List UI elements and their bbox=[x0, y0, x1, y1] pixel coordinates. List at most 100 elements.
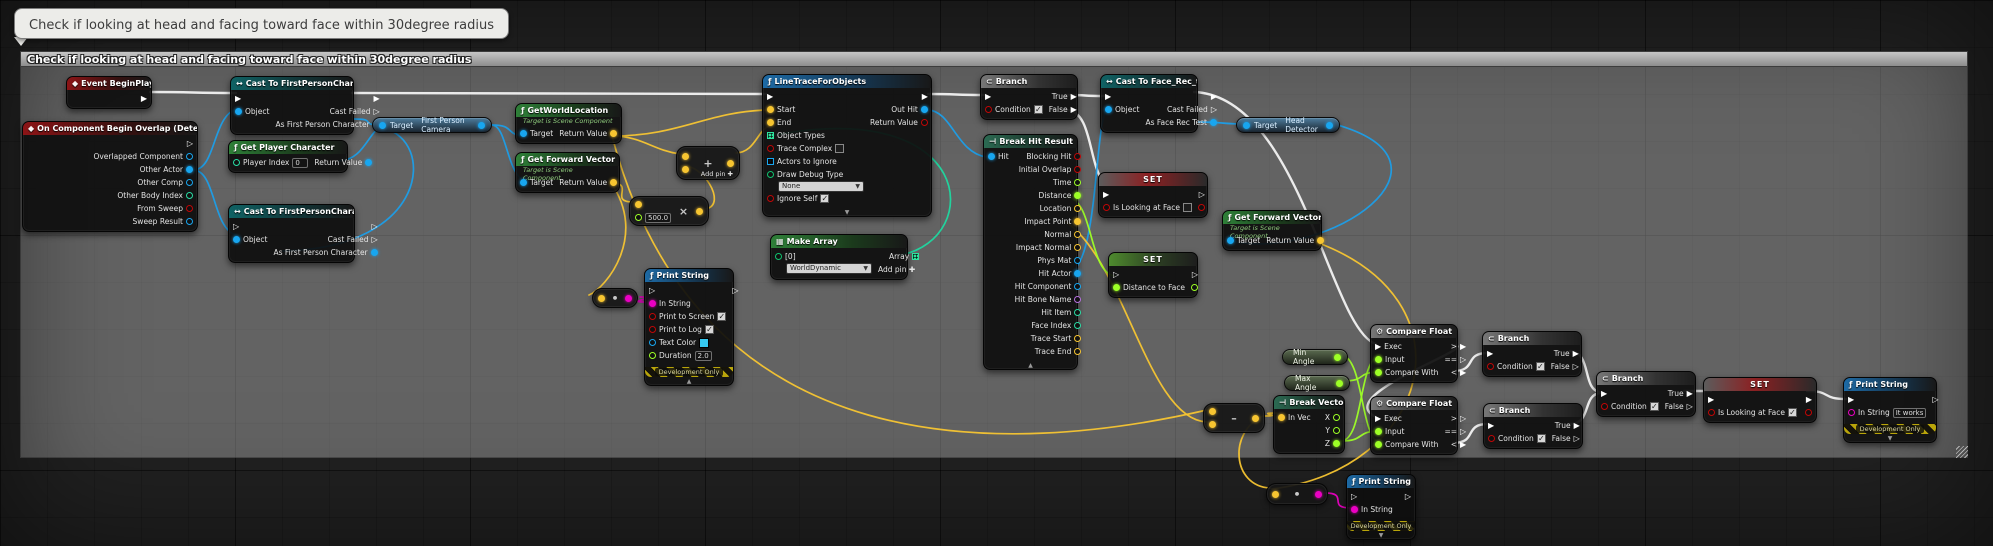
return-value-pin[interactable] bbox=[365, 159, 373, 166]
pin-pin[interactable]: ▷ bbox=[1113, 269, 1120, 279]
out-hit-pin[interactable] bbox=[920, 106, 928, 113]
pin-pin[interactable]: ▶ bbox=[1601, 388, 1608, 398]
in-string-pin[interactable] bbox=[649, 300, 656, 307]
return-value-pin[interactable] bbox=[920, 119, 928, 126]
condition-cb[interactable]: ✓ bbox=[1033, 105, 1043, 114]
pin-pin[interactable]: ▷ bbox=[371, 221, 378, 231]
pin-pin[interactable] bbox=[1272, 490, 1279, 498]
end-pin[interactable] bbox=[767, 119, 774, 126]
pin-pin[interactable]: ▷ bbox=[649, 285, 656, 295]
print-to-log-cb[interactable]: ✓ bbox=[704, 325, 714, 334]
condition-pin[interactable] bbox=[1487, 363, 1494, 370]
z-pin[interactable] bbox=[1333, 440, 1340, 447]
target-pin[interactable] bbox=[520, 130, 527, 137]
object-pin[interactable] bbox=[233, 236, 240, 243]
in-string-pin[interactable] bbox=[1848, 409, 1855, 416]
actors-to-ignore-pin[interactable] bbox=[767, 158, 774, 165]
other-body-index-pin[interactable] bbox=[186, 192, 193, 199]
text-color-pin[interactable] bbox=[649, 339, 656, 346]
pin-pin[interactable]: ▷ bbox=[233, 221, 240, 231]
true-pin[interactable]: ▶ bbox=[1686, 388, 1693, 398]
comment-header[interactable]: Check if looking at head and facing towa… bbox=[20, 51, 1968, 67]
duration-pin[interactable] bbox=[649, 352, 656, 359]
comment-resize-handle[interactable] bbox=[1956, 446, 1968, 458]
x-pin[interactable] bbox=[1333, 414, 1340, 421]
trace-complex-cb[interactable]: ✓ bbox=[835, 144, 845, 153]
node-subtract-vector[interactable]: – bbox=[1203, 403, 1265, 433]
node-min-angle[interactable]: Min Angle bbox=[1282, 348, 1348, 366]
node-event-begin-play[interactable]: ◆Event BeginPlay▶ bbox=[66, 76, 152, 109]
min-angle-pin[interactable] bbox=[1334, 353, 1341, 361]
trace-end-pin[interactable] bbox=[1074, 348, 1082, 355]
target-pin[interactable] bbox=[1243, 121, 1250, 129]
initial-overlap-pin[interactable] bbox=[1074, 166, 1082, 173]
target-pin[interactable] bbox=[379, 121, 386, 129]
pin-pin[interactable]: ▶ bbox=[1487, 348, 1494, 358]
node-cast-to-face-rec-test[interactable]: ↔Cast To Face_Rec_test▶Object▶▷Cast Fail… bbox=[1100, 74, 1217, 133]
pin-pin[interactable] bbox=[1209, 421, 1216, 428]
first-person-camera-pin[interactable] bbox=[478, 121, 485, 129]
pin-pin[interactable]: ▷ bbox=[732, 285, 739, 295]
overlapped-component-pin[interactable] bbox=[186, 153, 193, 160]
pin-pin[interactable] bbox=[598, 294, 605, 302]
pin-pin[interactable]: ▶ bbox=[985, 91, 992, 101]
pin-pin[interactable]: ▷ bbox=[1198, 189, 1205, 199]
ignore-self-cb[interactable]: ✓ bbox=[820, 194, 830, 203]
true-pin[interactable]: ▶ bbox=[1572, 348, 1579, 358]
start-pin[interactable] bbox=[767, 106, 774, 113]
exec-pin[interactable]: ▶ bbox=[1375, 341, 1382, 351]
node-to-string-1[interactable]: • bbox=[592, 288, 638, 308]
in-string-input[interactable]: It works bbox=[1892, 407, 1927, 418]
-pin[interactable]: ▷ bbox=[1460, 426, 1467, 436]
pin-pin[interactable] bbox=[1197, 204, 1205, 211]
draw-debug-type-pin[interactable] bbox=[767, 170, 774, 178]
node-branch-3[interactable]: ⊂Branch▶Condition✓▶True▷False bbox=[1483, 403, 1583, 449]
collapse-arrow-icon[interactable]: ▼ bbox=[1378, 531, 1384, 539]
is-looking-at-face-cb[interactable]: ✓ bbox=[1787, 408, 1797, 417]
face-index-pin[interactable] bbox=[1074, 322, 1082, 329]
-pin[interactable]: ▷ bbox=[1460, 354, 1467, 364]
ignore-self-pin[interactable] bbox=[767, 195, 774, 202]
node-to-string-2[interactable]: • bbox=[1266, 483, 1328, 505]
other-comp-pin[interactable] bbox=[186, 179, 193, 186]
true-pin[interactable]: ▶ bbox=[1573, 420, 1580, 430]
head-detector-pin[interactable] bbox=[1326, 121, 1333, 129]
-pin[interactable]: ▶ bbox=[1460, 367, 1467, 377]
node-set-distance-to-face[interactable]: SET▷Distance to Face▷ bbox=[1108, 252, 1199, 298]
distance-pin[interactable] bbox=[1074, 192, 1082, 199]
pin-pin[interactable] bbox=[625, 294, 632, 302]
node-multiply-vector[interactable]: 500.0× bbox=[629, 196, 709, 226]
node-cast-to-firstpersoncharacter-1[interactable]: ↔Cast To FirstPersonCharacter▶Object▶▷Ca… bbox=[230, 76, 380, 135]
pin-pin[interactable] bbox=[1252, 414, 1259, 422]
input-pin[interactable] bbox=[1375, 428, 1382, 435]
pin-pin[interactable] bbox=[682, 153, 689, 160]
cast-failed-pin[interactable]: ▷ bbox=[1210, 104, 1217, 114]
in-vec-pin[interactable] bbox=[1278, 414, 1285, 421]
is-looking-at-face-pin[interactable] bbox=[1708, 409, 1715, 416]
false-pin[interactable]: ▷ bbox=[1573, 433, 1580, 443]
pin-pin[interactable]: ▶ bbox=[1210, 91, 1217, 101]
pin-pin[interactable]: ▶ bbox=[1805, 394, 1812, 404]
collapse-arrow-icon[interactable]: ▲ bbox=[1028, 361, 1033, 369]
node-branch-2[interactable]: ⊂Branch▶Condition✓▶True▷False bbox=[1482, 331, 1582, 377]
text-color-swatch[interactable] bbox=[699, 337, 710, 348]
0-drop[interactable]: WorldDynamic▼ bbox=[786, 262, 872, 274]
is-looking-at-face-cb[interactable]: ✓ bbox=[1182, 203, 1192, 212]
max-angle-pin[interactable] bbox=[1336, 379, 1343, 387]
target-pin[interactable] bbox=[520, 179, 527, 186]
pin-pin[interactable] bbox=[1805, 409, 1812, 416]
condition-cb[interactable]: ✓ bbox=[1536, 434, 1546, 443]
node-branch-4[interactable]: ⊂Branch▶Condition✓▶True▷False bbox=[1596, 371, 1696, 417]
pin-pin[interactable]: ▶ bbox=[921, 91, 928, 101]
time-pin[interactable] bbox=[1074, 179, 1082, 186]
pin-pin[interactable]: ▶ bbox=[1708, 394, 1715, 404]
collapse-arrow-icon[interactable]: ▲ bbox=[686, 377, 692, 385]
condition-pin[interactable] bbox=[1601, 403, 1608, 410]
true-pin[interactable]: ▶ bbox=[1070, 91, 1077, 101]
